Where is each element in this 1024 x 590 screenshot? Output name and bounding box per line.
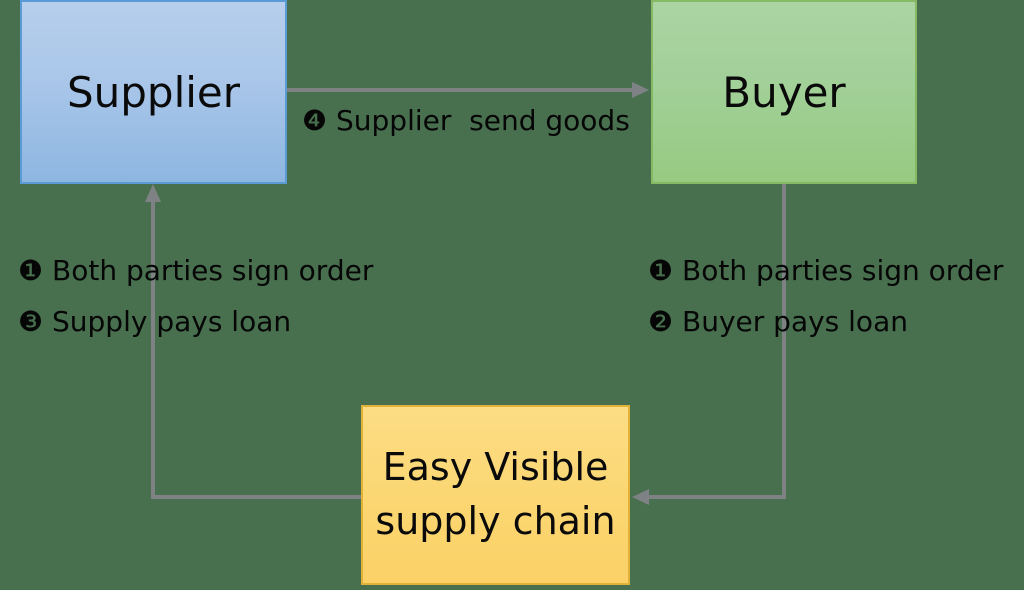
- arrowhead-left-icon: [632, 489, 649, 505]
- supply-chain-label-line2: supply chain: [375, 499, 616, 543]
- supplier-box: Supplier: [20, 0, 287, 184]
- left-annotation-supply-pays-loan: ❸ Supply pays loan: [18, 305, 292, 338]
- supplier-send-goods-label: ❹ Supplier send goods: [302, 104, 630, 137]
- buyer-box: Buyer: [651, 0, 917, 184]
- supply-chain-label-line1: Easy Visible: [382, 445, 609, 490]
- buyer-label: Buyer: [722, 67, 846, 117]
- buyer-to-chain-arrow: [632, 184, 786, 505]
- arrowhead-right-icon: [632, 82, 649, 98]
- arrowhead-up-icon: [145, 184, 161, 202]
- left-annotation-sign-order: ❶ Both parties sign order: [18, 254, 374, 287]
- supplier-label: Supplier: [66, 67, 241, 117]
- supply-chain-box: Easy Visible supply chain: [361, 405, 630, 585]
- supplier-to-buyer-arrow: [287, 82, 649, 98]
- chain-to-supplier-arrow: [145, 184, 361, 499]
- right-annotation-sign-order: ❶ Both parties sign order: [648, 254, 1004, 287]
- right-annotation-buyer-pays-loan: ❷ Buyer pays loan: [648, 305, 908, 338]
